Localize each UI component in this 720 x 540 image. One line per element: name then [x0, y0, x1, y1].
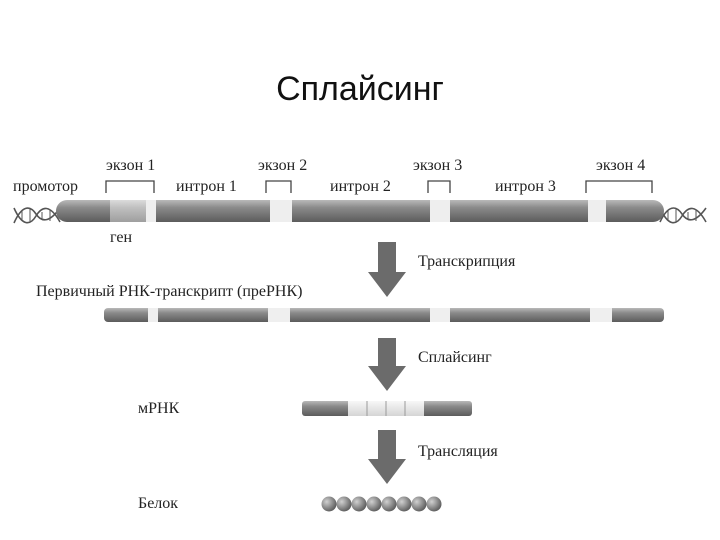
gene-body: [56, 200, 664, 222]
splicing-arrow: [368, 338, 406, 391]
exon-2-label: экзон 2: [258, 157, 308, 174]
protein-label: Белок: [138, 495, 179, 512]
protein-chain: [321, 496, 442, 512]
exon-4-bracket: [585, 180, 653, 193]
mrna-strand: [302, 401, 472, 416]
intron-3-label: интрон 3: [495, 178, 556, 195]
exon-3-label: экзон 3: [413, 157, 463, 174]
gene-strand: [56, 200, 664, 222]
splicing-step-label: Сплайсинг: [418, 349, 492, 366]
gene-exon-1-region: [110, 200, 146, 222]
gene-label: ген: [110, 229, 133, 246]
exon-1-bracket: [105, 180, 155, 193]
exon-1-label: экзон 1: [106, 157, 156, 174]
dna-helix-right: [659, 207, 707, 224]
transcription-arrow: [368, 242, 406, 297]
exon-4-label: экзон 4: [596, 157, 646, 174]
dna-helix-left: [13, 207, 61, 224]
exon-3-bracket: [427, 180, 451, 193]
intron-1-label: интрон 1: [176, 178, 237, 195]
pre-rna-strand: [104, 308, 664, 322]
gene-exon-2: [270, 200, 292, 222]
mrna-label: мРНК: [138, 400, 180, 417]
pre-rna-exon-4: [590, 308, 612, 322]
intron-2-label: интрон 2: [330, 178, 391, 195]
promoter-label: промотор: [13, 178, 78, 195]
gene-exon-3: [430, 200, 450, 222]
pre-rna-label: Первичный РНК-транскрипт (преРНК): [36, 283, 303, 300]
translation-label: Трансляция: [418, 443, 498, 460]
pre-rna-exon-1: [148, 308, 158, 322]
translation-arrow: [368, 430, 406, 484]
slide-title: Сплайсинг: [276, 70, 444, 108]
pre-rna-exon-3: [430, 308, 450, 322]
pre-rna-exon-2: [268, 308, 290, 322]
gene-exon-4: [588, 200, 606, 222]
exon-brackets: [105, 180, 653, 193]
exon-2-bracket: [265, 180, 292, 193]
gene-exon-1: [146, 200, 156, 222]
transcription-label: Транскрипция: [418, 253, 516, 270]
